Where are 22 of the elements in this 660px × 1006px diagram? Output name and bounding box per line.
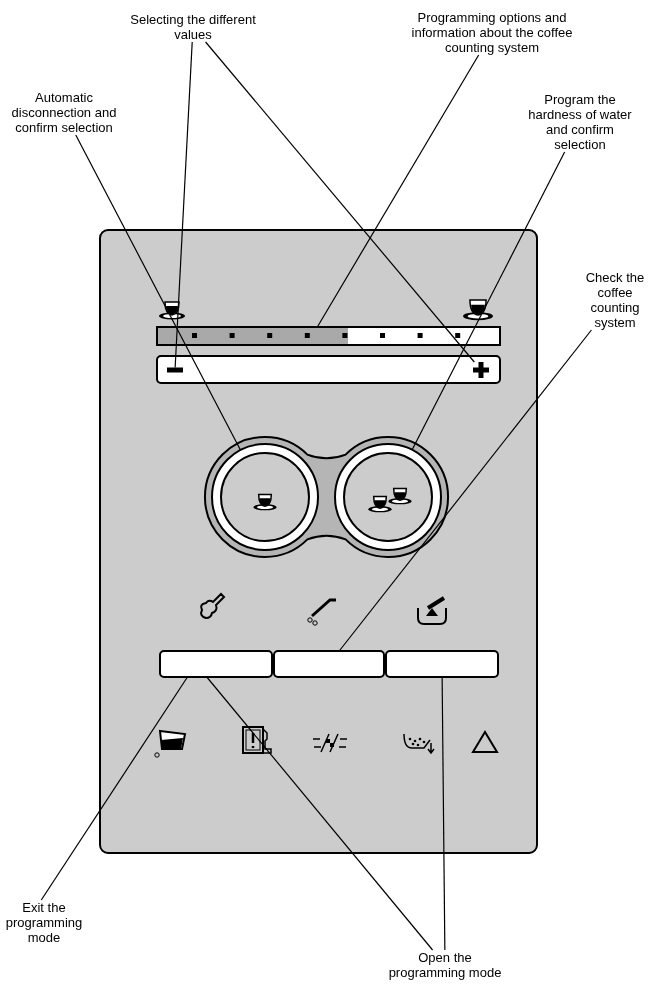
leader-line: [411, 151, 566, 451]
leader-line: [40, 676, 189, 901]
callout-text: Selecting the different values: [129, 12, 257, 42]
callout-text: Check the coffee counting system: [584, 270, 646, 330]
cup-button: [211, 443, 319, 551]
leader-line: [174, 41, 193, 369]
callout-text: Exit the programming mode: [4, 900, 84, 945]
leader-line: [205, 41, 475, 363]
leader-line: [338, 329, 593, 652]
callout-text: Programming options and information about the coffee counting system: [410, 10, 574, 55]
leader-line: [316, 54, 480, 328]
callout-text: Open the programming mode: [387, 950, 503, 980]
key-button: [273, 650, 385, 678]
cup-button: [334, 443, 442, 551]
leader-line: [206, 676, 434, 951]
key-button: [385, 650, 499, 678]
leader-line: [441, 676, 446, 951]
level-display: [156, 326, 501, 346]
callout-text: Automatic disconnection and confirm selection: [10, 90, 118, 135]
callout-text: Program the hardness of water and confirm selection: [527, 92, 633, 152]
leader-line: [75, 134, 242, 451]
key-button: [159, 650, 273, 678]
